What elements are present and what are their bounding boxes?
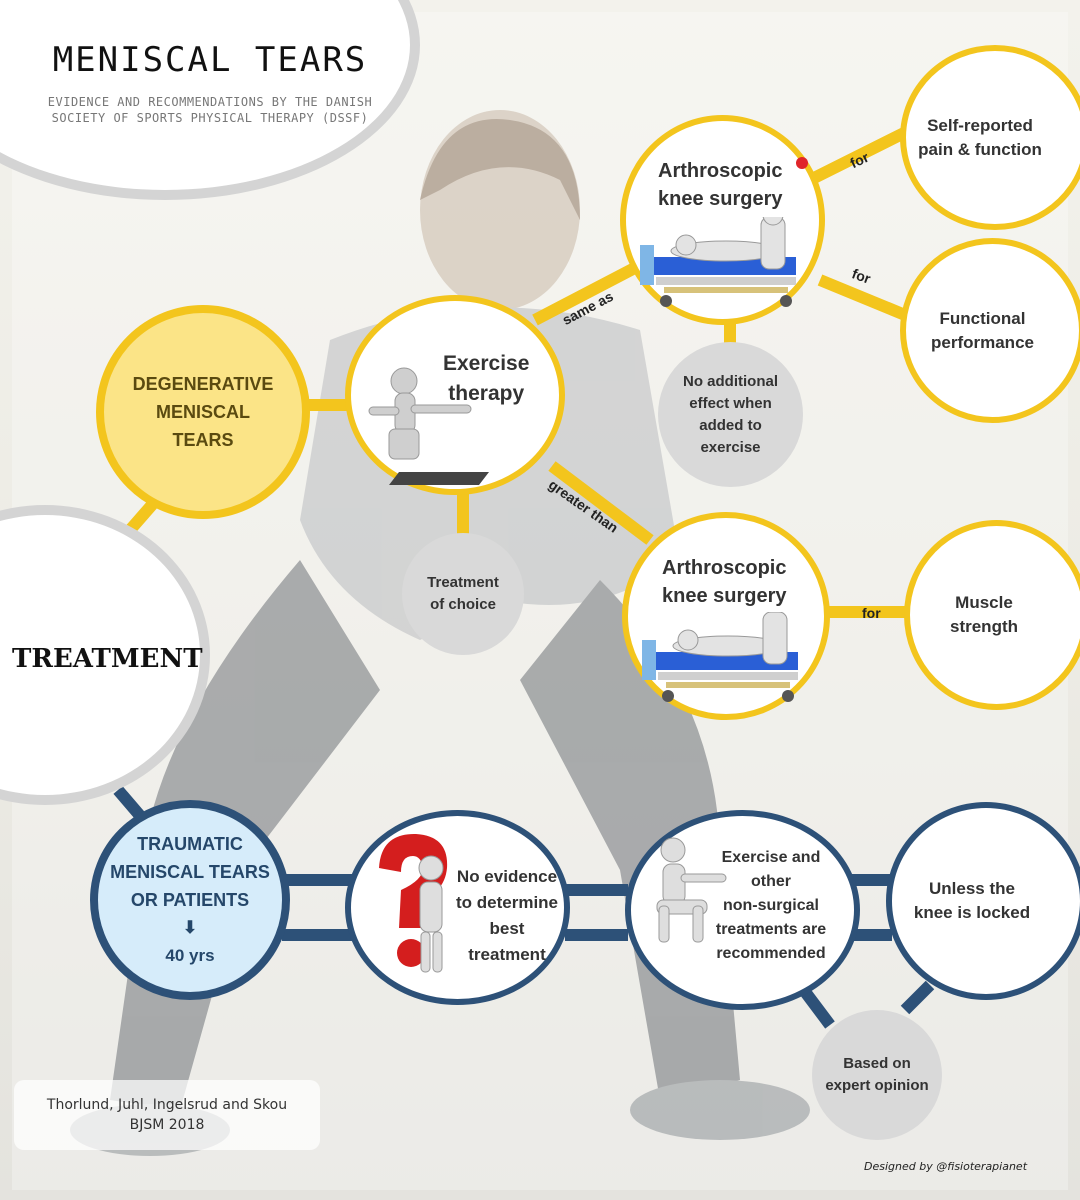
exercise-nonsurgical-label: non-surgical xyxy=(722,897,819,914)
line-exercise-surgery2 xyxy=(548,461,654,545)
exercise-nonsurgical-label: other xyxy=(751,873,791,890)
citation-journal: BJSM 2018 xyxy=(129,1117,205,1133)
line-locked-expert xyxy=(900,980,935,1015)
hospital-bed-icon xyxy=(642,612,798,702)
treatment-of-choice-circle: Treatment of choice xyxy=(402,533,524,655)
subtitle-line: SOCIETY OF SPORTS PHYSICAL THERAPY (DSSF… xyxy=(51,111,369,125)
no-evidence-label: best xyxy=(489,919,525,938)
no-effect-label: exercise xyxy=(700,438,761,456)
outcome-label: strength xyxy=(950,617,1018,636)
traumatic-title-line: TRAUMATIC xyxy=(137,834,243,854)
degenerative-title-line: DEGENERATIVE xyxy=(132,374,274,394)
outcome-muscle-strength-circle: Muscle strength xyxy=(904,520,1080,710)
degenerative-circle: DEGENERATIVE MENISCAL TEARS xyxy=(96,305,310,519)
page-subtitle: EVIDENCE AND RECOMMENDATIONS BY THE DANI… xyxy=(30,94,390,126)
figure-squat-icon xyxy=(368,367,489,485)
choice-label: of choice xyxy=(430,596,496,613)
age-label: 40 yrs xyxy=(165,946,215,965)
outcome-self-reported-circle: Self-reported pain & function xyxy=(900,45,1080,230)
expert-label: Based on xyxy=(843,1055,911,1072)
exercise-label: therapy xyxy=(448,382,525,405)
red-cross-icon xyxy=(796,157,808,169)
line-surgery1-outcome1 xyxy=(807,124,913,186)
for-label: for xyxy=(862,605,881,621)
choice-label: Treatment xyxy=(427,574,499,591)
knee-locked-circle: Unless the knee is locked xyxy=(886,802,1080,1000)
degenerative-title-line: TEARS xyxy=(172,430,234,450)
exercise-label: Exercise xyxy=(443,352,530,375)
line-surgery1-outcome2 xyxy=(817,274,908,321)
locked-label: Unless the xyxy=(929,879,1015,898)
outcome-label: performance xyxy=(931,332,1034,352)
traumatic-circle: TRAUMATIC MENISCAL TEARS OR PATIENTS ⬇ 4… xyxy=(90,800,290,1000)
traumatic-title-line: MENISCAL TEARS xyxy=(110,862,270,882)
no-evidence-label: to determine xyxy=(455,893,559,912)
locked-label: knee is locked xyxy=(913,903,1031,922)
thinking-figure-icon xyxy=(418,855,444,973)
outcome-label: Self-reported xyxy=(927,115,1033,135)
surgery-label: knee surgery xyxy=(658,188,783,210)
page-title: MENISCAL TEARS xyxy=(52,40,368,80)
outcome-label: pain & function xyxy=(918,139,1042,159)
outcome-functional-circle: Functional performance xyxy=(900,238,1080,423)
title-block: MENISCAL TEARS EVIDENCE AND RECOMMENDATI… xyxy=(30,40,390,126)
hospital-bed-icon xyxy=(640,217,796,307)
age-row: ⬇ 40 yrs xyxy=(110,914,270,970)
traumatic-title-line: OR PATIENTS xyxy=(130,890,250,910)
line-exercise-surgery1 xyxy=(532,254,653,326)
surgery-label: Arthroscopic xyxy=(662,557,787,579)
surgery-label: knee surgery xyxy=(662,585,787,607)
no-additional-effect-circle: No additional effect when added to exerc… xyxy=(658,342,803,487)
exercise-nonsurgical-circle: Exercise and other non-surgical treatmen… xyxy=(625,810,860,1010)
citation-box: Thorlund, Juhl, Ingelsrud and Skou BJSM … xyxy=(14,1080,320,1150)
exercise-therapy-circle: Exercise therapy xyxy=(345,295,565,495)
degenerative-title-line: MENISCAL xyxy=(156,402,250,422)
no-effect-label: added to xyxy=(699,416,762,434)
arthroscopic-surgery-circle-1: Arthroscopic knee surgery xyxy=(620,115,825,325)
designer-credit: Designed by @fisioterapianet xyxy=(864,1160,1028,1173)
surgery-label: Arthroscopic xyxy=(658,160,783,182)
down-arrow-icon: ⬇ xyxy=(182,918,198,937)
figure-squat-icon xyxy=(656,837,727,943)
no-effect-label: effect when xyxy=(689,394,772,412)
no-evidence-label: No evidence xyxy=(456,867,558,886)
no-evidence-circle: No evidence to determine best treatment xyxy=(345,810,570,1005)
expert-opinion-circle: Based on expert opinion xyxy=(812,1010,942,1140)
no-effect-label: No additional xyxy=(683,372,778,390)
citation-authors: Thorlund, Juhl, Ingelsrud and Skou xyxy=(46,1097,288,1113)
outcome-label: Muscle xyxy=(955,593,1013,612)
expert-label: expert opinion xyxy=(825,1077,929,1094)
subtitle-line: EVIDENCE AND RECOMMENDATIONS BY THE DANI… xyxy=(47,95,373,109)
arthroscopic-surgery-circle-2: Arthroscopic knee surgery xyxy=(622,512,830,720)
exercise-nonsurgical-label: Exercise and xyxy=(721,849,821,866)
exercise-nonsurgical-label: treatments are xyxy=(715,921,827,938)
no-evidence-label: treatment xyxy=(468,945,546,964)
exercise-nonsurgical-label: recommended xyxy=(716,945,826,962)
treatment-label: TREATMENT xyxy=(12,644,203,674)
outcome-label: Functional xyxy=(939,308,1026,328)
